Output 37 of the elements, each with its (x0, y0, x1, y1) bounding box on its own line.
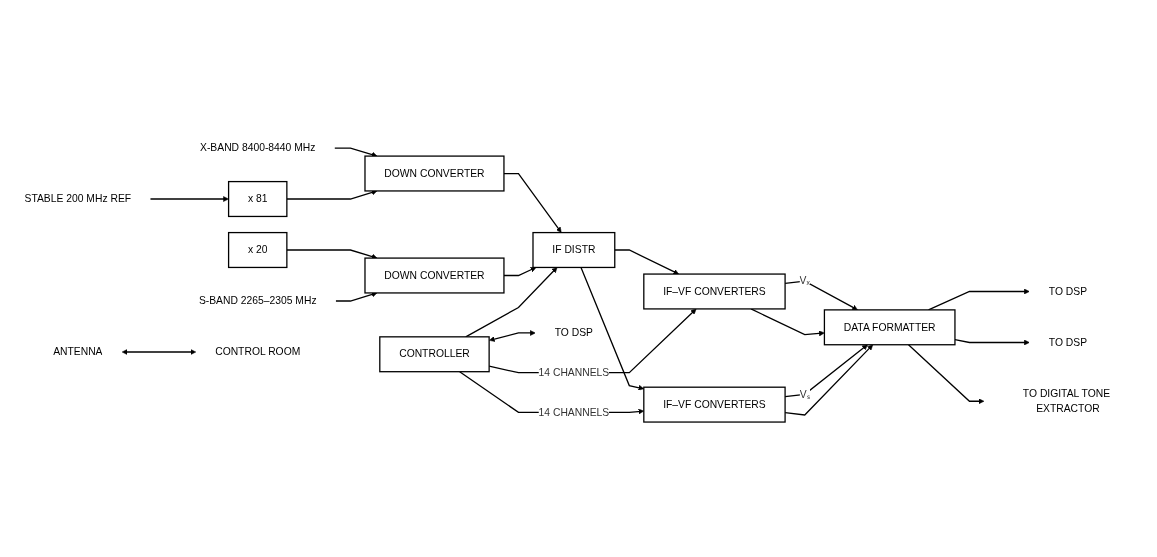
arrow (614, 249, 679, 275)
edge-label: 14 CHANNELS (538, 366, 610, 378)
arrow (465, 267, 558, 338)
arrow (286, 189, 378, 200)
node-text: TO DSP (554, 327, 594, 339)
edge-label: Vₛ (799, 388, 810, 400)
arrow (750, 308, 825, 337)
arrow (286, 249, 378, 260)
node-text: X-BAND 8400-8440 MHz (200, 142, 316, 154)
node-text: CONTROL ROOM (215, 346, 301, 358)
arrow (503, 267, 537, 277)
node-box: CONTROLLER (379, 336, 490, 373)
node-text: TO DIGITAL TONE EXTRACTOR (1022, 387, 1111, 415)
node-box: DOWN CONVERTER (364, 257, 505, 294)
arrow (580, 266, 645, 391)
arrow (334, 147, 378, 158)
arrow (335, 291, 378, 302)
arrow (907, 344, 985, 405)
edge-label: Vₓ (799, 275, 810, 287)
node-box: IF–VF CONVERTERS (643, 273, 786, 310)
node-text: STABLE 200 MHz REF (24, 193, 132, 205)
node-box: IF–VF CONVERTERS (643, 386, 786, 423)
node-box: IF DISTR (532, 231, 616, 269)
arrow (503, 172, 562, 233)
node-text: S-BAND 2265–2305 MHz (198, 295, 317, 307)
node-box: x 81 (227, 180, 288, 218)
node-text: TO DSP (1048, 285, 1088, 297)
node-box: x 20 (227, 231, 288, 269)
arrow (954, 339, 1030, 346)
node-text: TO DSP (1048, 336, 1088, 348)
node-box: DATA FORMATTER (823, 309, 956, 346)
node-box: DOWN CONVERTER (364, 155, 505, 192)
arrow (121, 349, 197, 355)
arrow (149, 196, 229, 202)
arrow (489, 330, 536, 342)
edge-label: 14 CHANNELS (538, 406, 610, 418)
node-text: ANTENNA (53, 346, 103, 358)
